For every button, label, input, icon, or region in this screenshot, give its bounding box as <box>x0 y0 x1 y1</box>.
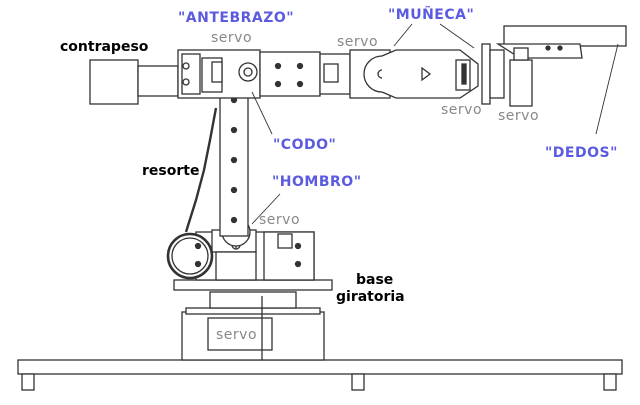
label-muneca: "MUÑECA" <box>388 7 475 23</box>
label-dedos: "DEDOS" <box>545 145 618 161</box>
spring-pulley <box>166 232 214 280</box>
label-servo-wrist-low: servo <box>441 102 483 118</box>
label-servo-muneca: servo <box>337 34 379 50</box>
elbow-bracket <box>177 49 261 99</box>
shoulder-bracket <box>195 229 315 281</box>
label-hombro: "HOMBRO" <box>272 174 362 190</box>
wrist <box>349 49 479 99</box>
label-codo: "CODO" <box>273 137 337 153</box>
base-platform <box>17 359 623 391</box>
label-servo-base: servo <box>216 327 258 343</box>
label-base: base <box>356 272 394 288</box>
label-servo-antebrazo: servo <box>211 30 253 46</box>
label-giratoria: giratoria <box>336 289 405 305</box>
label-resorte: resorte <box>142 163 200 179</box>
label-contrapeso: contrapeso <box>60 39 149 55</box>
gripper <box>481 25 627 107</box>
label-servo-hombro: servo <box>259 212 301 228</box>
counterweight <box>89 59 179 105</box>
label-servo-gripper: servo <box>498 108 540 124</box>
label-antebrazo: "ANTEBRAZO" <box>178 10 295 26</box>
spring <box>184 107 218 233</box>
rotating-base <box>173 279 333 361</box>
forearm <box>259 51 351 97</box>
leader-lines <box>251 23 619 225</box>
